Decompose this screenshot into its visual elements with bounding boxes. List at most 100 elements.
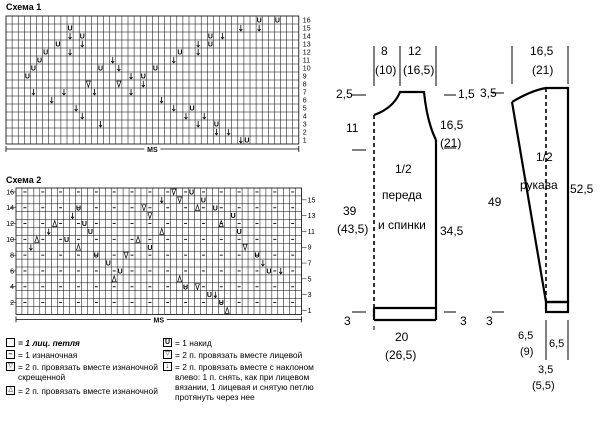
scheme1-row-number: 6 [303, 98, 307, 105]
p2tog-stitch [76, 243, 81, 251]
skp-stitch [213, 291, 218, 299]
sleeve-label-2: рукава [520, 178, 558, 192]
yo-stitch: U [147, 245, 152, 252]
skp-stitch [98, 121, 103, 128]
svg-text:U: U [118, 268, 123, 275]
svg-text:U: U [213, 205, 218, 212]
yo-stitch: U [64, 237, 69, 244]
scheme2-row-number-left: 4 [10, 284, 14, 291]
k2tog-stitch [195, 283, 200, 291]
skp-stitch [80, 41, 85, 48]
svg-text:U: U [219, 300, 224, 307]
k2tog-symbol-icon: ▽ [163, 350, 172, 359]
yo-stitch: U [31, 66, 36, 73]
body-schematic [352, 46, 456, 330]
yo-stitch: U [208, 34, 213, 41]
p2tog-stitch [218, 219, 224, 227]
skp-stitch [70, 212, 75, 220]
yo-stitch: U [275, 18, 280, 25]
scheme1-row-number: 9 [303, 74, 307, 81]
skp-stitch [117, 65, 121, 72]
legend-knit: = 1 лиц. петля [6, 338, 166, 348]
sleeve-bottom-right: 6,5 [549, 338, 565, 350]
body-top-left-a: 8 [381, 44, 388, 58]
body-armhole-left: 11 [346, 121, 359, 135]
purl-symbol-icon: – [6, 350, 15, 359]
k2tog-stitch [242, 243, 248, 252]
svg-text:U: U [275, 18, 280, 25]
skp-stitch [184, 113, 188, 120]
yo-stitch: U [88, 229, 93, 236]
skp-stitch [196, 41, 200, 48]
yo-stitch: U [98, 66, 103, 73]
yarn-over-symbol-icon: U [163, 338, 172, 347]
yo-stitch: U [183, 284, 188, 291]
svg-text:U: U [266, 268, 271, 275]
skp-stitch [239, 25, 243, 32]
k2tog-stitch [85, 80, 91, 89]
scheme2-row-number-left: 16 [6, 189, 14, 196]
p2tog-stitch [52, 219, 58, 227]
k2tog-stitch [171, 188, 177, 197]
svg-text:U: U [244, 138, 249, 145]
sleeve-bottom-left-b: (9) [520, 346, 534, 358]
skp-stitch [110, 57, 115, 64]
svg-text:U: U [147, 245, 152, 252]
skp-stitch [196, 49, 200, 56]
svg-text:U: U [214, 122, 219, 129]
scheme2-row-number-right: 7 [308, 261, 312, 268]
yo-stitch: U [257, 18, 262, 25]
yo-stitch: U [80, 34, 85, 41]
k2tog-stitch [147, 212, 153, 220]
yo-stitch: U [266, 268, 271, 275]
p2tog-stitch [159, 227, 165, 235]
scheme1-row-number: 8 [303, 82, 307, 89]
yo-stitch: U [237, 229, 242, 236]
p2tog-stitch [195, 203, 200, 212]
svg-text:U: U [98, 66, 103, 73]
skp-stitch [159, 196, 164, 204]
svg-text:U: U [237, 229, 242, 236]
yo-stitch: U [201, 197, 206, 204]
svg-text:U: U [106, 261, 111, 268]
yo-stitch: U [208, 42, 213, 49]
svg-text:U: U [64, 237, 69, 244]
body-armhole-right-a: 16,5 [440, 118, 464, 132]
yo-stitch: U [141, 74, 146, 81]
yo-stitch: U [106, 261, 111, 268]
skp-stitch [129, 73, 133, 80]
yo-stitch: U [214, 122, 219, 129]
scheme1-row-number: 10 [303, 66, 311, 73]
p2tog-symbol-icon: △ [6, 386, 15, 395]
skp-stitch [226, 129, 231, 136]
svg-text:U: U [257, 18, 262, 25]
svg-text:U: U [189, 189, 194, 196]
body-label-2: переда [382, 188, 422, 202]
sleeve-bottom-left-a: 6,5 [518, 330, 534, 342]
body-hem-right: 3 [460, 314, 467, 328]
svg-text:U: U [231, 213, 236, 220]
skp-stitch [171, 105, 176, 112]
scheme1-row-number: 11 [303, 58, 310, 65]
scheme1-row-number: 3 [303, 122, 307, 129]
sleeve-right: 52,5 [570, 182, 594, 196]
scheme1-row-number: 4 [303, 114, 307, 121]
skp-stitch [29, 244, 33, 251]
yo-stitch: U [94, 253, 99, 260]
skp-stitch [257, 25, 261, 32]
yo-stitch: U [43, 50, 48, 57]
scheme1-row-number: 2 [303, 130, 307, 137]
svg-text:U: U [208, 42, 213, 49]
body-top-left-b: (10) [375, 63, 397, 77]
scheme1-row-number: 5 [303, 106, 307, 113]
yo-stitch: U [82, 221, 87, 228]
legend-skp: ↓ = 2 п. провязать вместе с наклоном вле… [163, 362, 328, 402]
skp-stitch [68, 33, 72, 40]
k2tog-stitch [123, 251, 129, 260]
yo-stitch: U [244, 138, 249, 145]
svg-text:U: U [183, 284, 188, 291]
yo-stitch: U [231, 213, 236, 220]
